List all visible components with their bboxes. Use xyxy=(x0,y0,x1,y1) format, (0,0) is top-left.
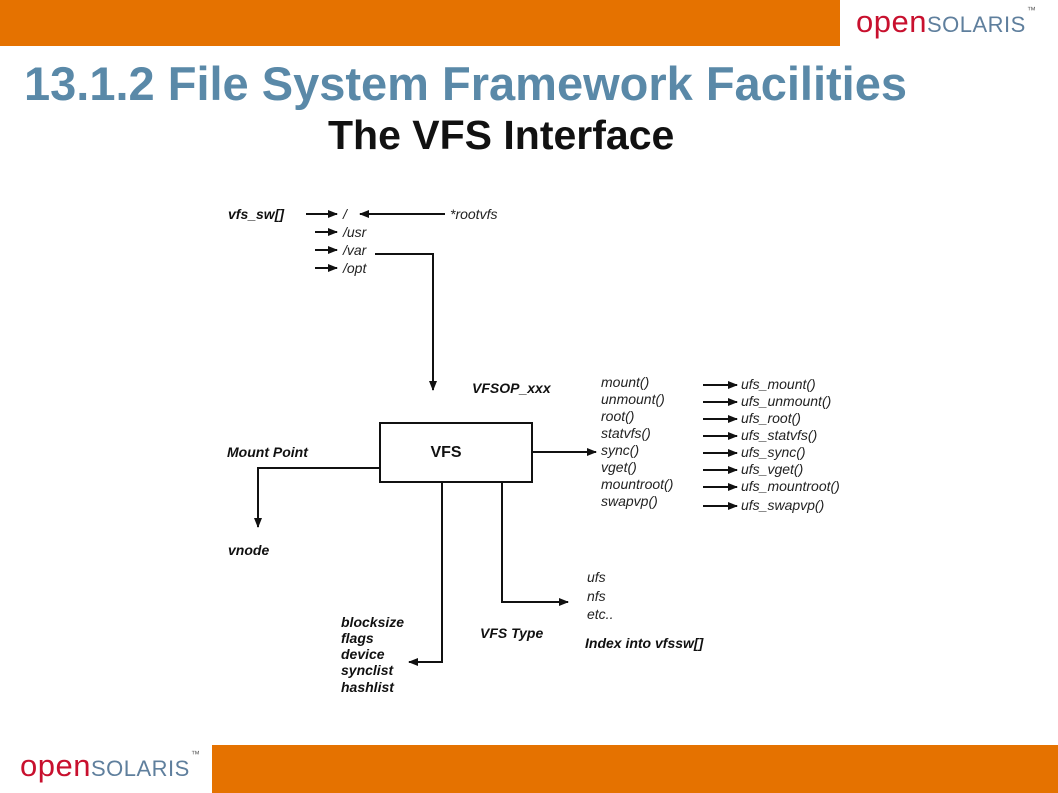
op-item: mountroot() xyxy=(601,476,673,492)
field-item: synclist xyxy=(341,662,394,678)
ufs-op-item: ufs_mount() xyxy=(741,376,816,392)
fs-type-item: ufs xyxy=(587,569,606,585)
footer-bar xyxy=(212,745,1058,793)
vfs-type-label: VFS Type xyxy=(480,625,543,641)
diagram-title: The VFS Interface xyxy=(328,112,675,158)
field-item: device xyxy=(341,646,385,662)
vfs-box-label: VFS xyxy=(430,444,461,461)
index-label: Index into vfssw[] xyxy=(585,635,705,651)
slide-title: 13.1.2 File System Framework Facilities xyxy=(24,57,907,110)
mount-entry-var: /var xyxy=(342,242,368,258)
op-item: statvfs() xyxy=(601,425,651,441)
ufs-op-item: ufs_mountroot() xyxy=(741,478,840,494)
vnode-label: vnode xyxy=(228,542,269,558)
mount-entry-root: / xyxy=(342,206,349,222)
mount-entry-usr: /usr xyxy=(342,224,368,240)
field-item: flags xyxy=(341,630,374,646)
field-item: blocksize xyxy=(341,614,404,630)
vfs-box xyxy=(379,422,533,483)
arrow-mount-point-to-vnode xyxy=(254,467,380,528)
vfsop-label: VFSOP_xxx xyxy=(472,380,552,396)
mount-point-label: Mount Point xyxy=(227,444,309,460)
op-item: mount() xyxy=(601,374,649,390)
opensolaris-logo-footer: opensolaris™ xyxy=(20,748,201,783)
arrow-vfs-to-fields xyxy=(408,482,443,666)
ufs-op-item: ufs_sync() xyxy=(741,444,806,460)
opensolaris-logo-header: opensolaris™ xyxy=(856,4,1037,39)
vfs-sw-label: vfs_sw[] xyxy=(228,206,285,222)
op-item: root() xyxy=(601,408,634,424)
fs-type-item: nfs xyxy=(587,588,606,604)
mount-entry-opt: /opt xyxy=(342,260,367,276)
ufs-op-item: ufs_swapvp() xyxy=(741,497,824,513)
ufs-op-item: ufs_unmount() xyxy=(741,393,831,409)
op-item: vget() xyxy=(601,459,637,475)
arrow-vfs-to-fs-types xyxy=(501,482,569,606)
op-item: sync() xyxy=(601,442,639,458)
header-bar xyxy=(0,0,840,46)
rootvfs-label: *rootvfs xyxy=(450,206,497,222)
ufs-op-item: ufs_root() xyxy=(741,410,801,426)
op-item: unmount() xyxy=(601,391,665,407)
ufs-op-item: ufs_vget() xyxy=(741,461,803,477)
arrow-var-to-vfs xyxy=(375,253,437,391)
ufs-op-item: ufs_statvfs() xyxy=(741,427,817,443)
fs-type-item: etc.. xyxy=(587,606,613,622)
field-item: hashlist xyxy=(341,679,395,695)
op-item: swapvp() xyxy=(601,493,658,509)
